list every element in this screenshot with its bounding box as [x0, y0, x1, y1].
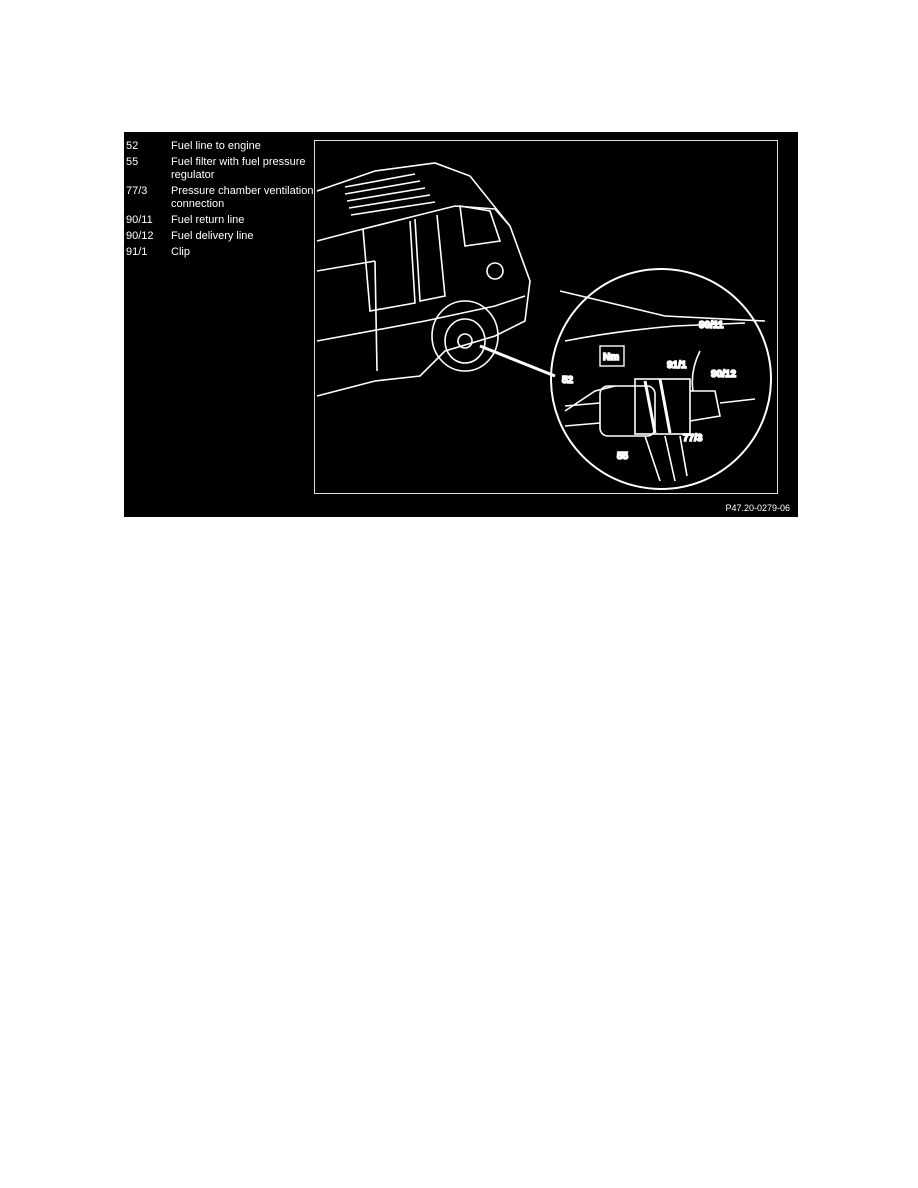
detail-magnifier [550, 268, 772, 490]
callout-90-11: 90/11 [699, 320, 724, 331]
illustration-panel: Nm 52 55 77/3 90/11 90/12 91/1 [314, 140, 778, 494]
torque-symbol-label: Nm [603, 352, 619, 363]
callout-91-1: 91/1 [667, 360, 687, 371]
vehicle-drawing [316, 162, 556, 397]
vehicle-illustration: Nm 52 55 77/3 90/11 90/12 91/1 [316, 162, 772, 490]
callout-55: 55 [617, 451, 629, 462]
callout-52: 52 [562, 375, 574, 386]
torque-symbol-box [599, 345, 625, 367]
callout-90-12: 90/12 [711, 369, 736, 380]
callout-77-3: 77/3 [683, 433, 703, 444]
figure-code: P47.20-0279-06 [725, 503, 790, 513]
